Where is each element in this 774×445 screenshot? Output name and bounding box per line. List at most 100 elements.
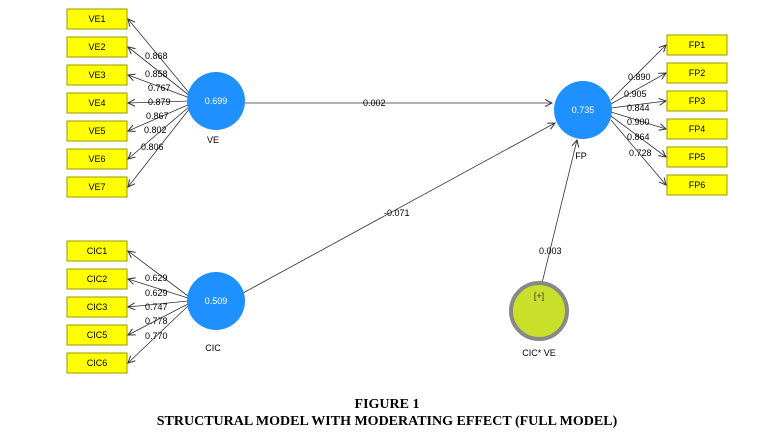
edge-cic-cic3 <box>128 300 189 307</box>
loading-ve3: 0.767 <box>148 83 171 93</box>
edge-ve-ve2 <box>128 47 191 97</box>
indicator-ve6: VE6 <box>66 148 128 170</box>
svg-text:VE1: VE1 <box>88 14 105 24</box>
loading-ve1: 0.868 <box>145 51 168 61</box>
structural-paths <box>242 103 577 294</box>
figure-title: STRUCTURAL MODEL WITH MODERATING EFFECT … <box>156 414 618 429</box>
loading-cic6: 0.770 <box>145 331 168 341</box>
indicator-cic2: CIC2 <box>66 268 128 290</box>
edge-ve-ve5 <box>128 103 191 131</box>
svg-text:VE4: VE4 <box>88 98 105 108</box>
indicator-fp3: FP3 <box>666 90 728 112</box>
loading-cic1: 0.629 <box>145 273 168 283</box>
loading-fp1: 0.890 <box>628 72 651 82</box>
edge-fp-fp5 <box>610 115 666 157</box>
label-ve: VE <box>207 135 219 145</box>
label-moderator: CIC* VE <box>522 348 556 358</box>
indicator-ve2: VE2 <box>66 36 128 58</box>
moderator-tag: [+] <box>534 291 544 301</box>
indicator-cic3: CIC3 <box>66 296 128 318</box>
loading-fp4: 0.900 <box>627 117 650 127</box>
cic-loading-edges <box>128 251 189 363</box>
path-coefficients: 0.002 -0.071 0.003 <box>363 98 562 256</box>
edge-cic-cic5 <box>128 303 189 335</box>
indicator-ve3: VE3 <box>66 64 128 86</box>
edge-cic-cic6 <box>128 305 189 363</box>
construct-ve: 0.699 VE <box>187 72 245 145</box>
coef-mod-fp: 0.003 <box>539 246 562 256</box>
svg-text:FP4: FP4 <box>689 124 706 134</box>
edge-fp-fp6 <box>610 119 666 185</box>
fp-indicators: FP1 FP2 FP3 FP4 FP5 FP6 <box>666 34 728 196</box>
construct-fp: 0.735 FP <box>554 81 612 161</box>
svg-text:FP6: FP6 <box>689 180 706 190</box>
structural-model-diagram: 0.868 0.858 0.767 0.879 0.867 0.802 0.80… <box>66 8 728 374</box>
indicator-cic6: CIC6 <box>66 352 128 374</box>
loading-ve6: 0.802 <box>144 125 167 135</box>
edge-ve-ve3 <box>128 75 191 99</box>
svg-text:CIC2: CIC2 <box>87 274 108 284</box>
edge-cic-cic2 <box>128 279 189 299</box>
construct-moderator: [+] CIC* VE <box>509 281 569 358</box>
svg-text:VE7: VE7 <box>88 182 105 192</box>
loading-fp3: 0.844 <box>627 103 650 113</box>
edge-fp-fp4 <box>610 111 666 129</box>
svg-text:FP5: FP5 <box>689 152 706 162</box>
coef-ve-fp: 0.002 <box>363 98 386 108</box>
indicator-cic5: CIC5 <box>66 324 128 346</box>
edge-fp-fp2 <box>610 73 666 105</box>
edge-fp-fp1 <box>610 45 666 101</box>
loading-cic3: 0.747 <box>145 302 168 312</box>
indicator-cic1: CIC1 <box>66 240 128 262</box>
loading-ve7: 0.806 <box>141 142 164 152</box>
r2-cic: 0.509 <box>205 296 228 306</box>
indicator-fp6: FP6 <box>666 174 728 196</box>
svg-text:CIC1: CIC1 <box>87 246 108 256</box>
cic-loading-labels: 0.629 0.629 0.747 0.778 0.770 <box>145 273 168 341</box>
loading-fp5: 0.864 <box>627 132 650 142</box>
path-cic-fp <box>242 123 555 294</box>
svg-text:FP2: FP2 <box>689 68 706 78</box>
coef-cic-fp: -0.071 <box>384 208 410 218</box>
svg-text:VE3: VE3 <box>88 70 105 80</box>
edge-fp-fp3 <box>610 101 666 109</box>
edge-ve-ve6 <box>128 105 191 159</box>
indicator-fp2: FP2 <box>666 62 728 84</box>
edge-ve-ve4 <box>128 101 191 103</box>
indicator-fp5: FP5 <box>666 146 728 168</box>
svg-text:CIC6: CIC6 <box>87 358 108 368</box>
label-fp: FP <box>575 151 587 161</box>
loading-ve5: 0.867 <box>146 111 169 121</box>
loading-ve2: 0.858 <box>145 69 168 79</box>
indicator-fp4: FP4 <box>666 118 728 140</box>
loading-cic2: 0.629 <box>145 288 168 298</box>
ve-indicators: VE1 VE2 VE3 VE4 VE5 VE6 VE7 <box>66 8 128 198</box>
label-cic: CIC <box>205 343 221 353</box>
edge-ve-ve7 <box>128 107 191 187</box>
edge-ve-ve1 <box>128 19 191 95</box>
svg-text:VE6: VE6 <box>88 154 105 164</box>
r2-ve: 0.699 <box>205 96 228 106</box>
loading-fp2: 0.905 <box>624 89 647 99</box>
path-mod-fp <box>541 140 577 284</box>
cic-indicators: CIC1 CIC2 CIC3 CIC5 CIC6 <box>66 240 128 374</box>
indicator-ve5: VE5 <box>66 120 128 142</box>
indicator-ve4: VE4 <box>66 92 128 114</box>
indicator-ve1: VE1 <box>66 8 128 30</box>
fp-loading-labels: 0.890 0.905 0.844 0.900 0.864 0.728 <box>624 72 652 158</box>
indicator-ve7: VE7 <box>66 176 128 198</box>
indicator-fp1: FP1 <box>666 34 728 56</box>
figure-number: FIGURE 1 <box>354 397 420 412</box>
svg-text:VE5: VE5 <box>88 126 105 136</box>
svg-text:CIC5: CIC5 <box>87 330 108 340</box>
svg-text:FP1: FP1 <box>689 40 706 50</box>
svg-text:CIC3: CIC3 <box>87 302 108 312</box>
ve-loading-labels: 0.868 0.858 0.767 0.879 0.867 0.802 0.80… <box>141 51 171 152</box>
loading-fp6: 0.728 <box>629 148 652 158</box>
ve-loading-edges <box>128 19 191 187</box>
r2-fp: 0.735 <box>572 105 595 115</box>
loading-cic5: 0.778 <box>145 316 168 326</box>
edge-cic-cic1 <box>128 251 189 297</box>
fp-loading-edges <box>610 45 666 185</box>
construct-cic: 0.509 CIC <box>187 272 245 353</box>
